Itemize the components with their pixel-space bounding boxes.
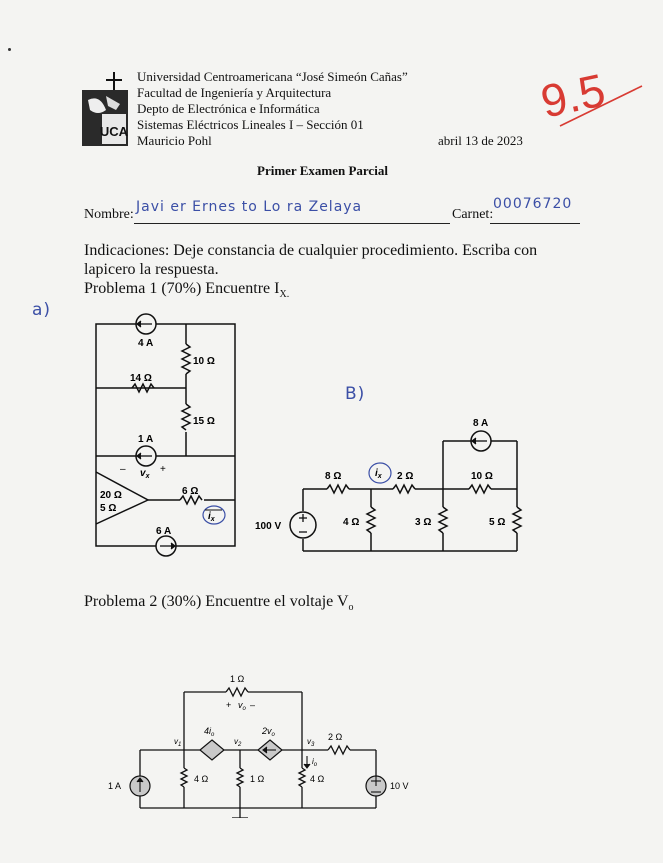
id-underline bbox=[490, 223, 580, 224]
vx-plus: + bbox=[160, 464, 166, 475]
label-15ohm: 15 Ω bbox=[193, 416, 215, 427]
name-value: Javi er Ernes to Lo ra Zelaya bbox=[136, 199, 363, 215]
label-4ohm-a: 4 Ω bbox=[194, 774, 209, 784]
label-1a: 1 A bbox=[138, 434, 153, 445]
resistor-10 bbox=[180, 343, 192, 375]
resistor-1-c bbox=[235, 767, 245, 788]
margin-note-b: B) bbox=[345, 384, 366, 404]
problem1-title: Problema 1 (70%) Encuentre IX. bbox=[84, 280, 290, 301]
resistor-8 bbox=[326, 483, 350, 495]
vx-label: vx bbox=[140, 468, 151, 480]
label-4ohm-b: 4 Ω bbox=[343, 517, 359, 528]
voltage-source-100v bbox=[289, 511, 317, 539]
resistor-4b bbox=[365, 506, 377, 534]
label-2ohm: 2 Ω bbox=[397, 471, 413, 482]
instructions-line2: lapicero la respuesta. bbox=[84, 261, 219, 278]
ix-circle bbox=[202, 505, 226, 525]
circuit-a: 4 A 10 Ω 14 Ω 15 Ω 1 A – vx + 20 Ω 5 Ω 6… bbox=[95, 313, 236, 557]
resistor-5 bbox=[511, 506, 523, 534]
label-10ohm-b: 10 Ω bbox=[471, 471, 493, 482]
v3-label: v3 bbox=[307, 737, 315, 748]
resistor-2-c bbox=[327, 744, 351, 756]
label-20ohm: 20 Ω bbox=[100, 490, 122, 501]
label-4a: 4 A bbox=[138, 338, 153, 349]
io-label: io bbox=[312, 757, 318, 768]
professor-name: Mauricio Pohl bbox=[137, 133, 212, 148]
label-6a: 6 A bbox=[156, 526, 171, 537]
resistor-2 bbox=[392, 483, 416, 495]
vo-label: vo bbox=[238, 700, 247, 712]
dependent-source-4io bbox=[199, 739, 225, 761]
margin-note-a: a) bbox=[32, 300, 52, 320]
id-value: 00076720 bbox=[493, 196, 573, 212]
label-5ohm-b: 5 Ω bbox=[489, 517, 505, 528]
label-3ohm: 3 Ω bbox=[415, 517, 431, 528]
vo-plus: + bbox=[226, 700, 231, 710]
resistor-6 bbox=[179, 494, 203, 506]
uca-logo: UCA bbox=[82, 72, 129, 146]
label-1ohm-c: 1 Ω bbox=[250, 774, 265, 784]
dep1-label: 4io bbox=[204, 726, 215, 738]
resistor-1-top bbox=[225, 686, 249, 698]
id-label: Carnet: bbox=[452, 207, 494, 222]
problem2-title: Problema 2 (30%) Encuentre el voltaje Vo bbox=[84, 593, 354, 614]
circuit-b: 8 A 8 Ω ix 2 Ω 10 Ω 100 V 4 Ω 3 Ω 5 Ω bbox=[255, 418, 523, 552]
label-6ohm: 6 Ω bbox=[182, 486, 198, 497]
university-name: Universidad Centroamericana “José Simeón… bbox=[137, 69, 408, 84]
vx-minus: – bbox=[120, 464, 126, 475]
ix-label-b: ix bbox=[375, 468, 383, 480]
name-underline bbox=[134, 223, 450, 224]
page-speck bbox=[8, 48, 11, 51]
exam-date: abril 13 de 2023 bbox=[438, 133, 523, 148]
label-1a-c: 1 A bbox=[108, 781, 121, 791]
ix-label-a: ix bbox=[208, 511, 216, 523]
logo-text: UCA bbox=[100, 124, 129, 139]
v2-label: v2 bbox=[234, 737, 242, 748]
resistor-3 bbox=[437, 506, 449, 534]
label-8a: 8 A bbox=[473, 418, 488, 429]
grade-value: 9.5 bbox=[536, 64, 609, 128]
resistor-14 bbox=[131, 382, 155, 394]
grade-mark: 9.5 bbox=[536, 64, 643, 128]
label-10ohm: 10 Ω bbox=[193, 356, 215, 367]
resistor-10b bbox=[468, 483, 492, 495]
faculty-name: Facultad de Ingeniería y Arquitectura bbox=[137, 85, 332, 100]
label-14ohm: 14 Ω bbox=[130, 373, 152, 384]
label-10v: 10 V bbox=[390, 781, 409, 791]
label-100v: 100 V bbox=[255, 521, 281, 532]
label-4ohm-c: 4 Ω bbox=[310, 774, 325, 784]
label-1ohm-top: 1 Ω bbox=[230, 674, 245, 684]
department-name: Depto de Electrónica e Informática bbox=[137, 101, 320, 116]
label-2ohm-c: 2 Ω bbox=[328, 732, 343, 742]
v1-label: v1 bbox=[174, 737, 181, 748]
exam-title: Primer Examen Parcial bbox=[257, 163, 388, 178]
ix-circle-b bbox=[368, 462, 392, 484]
circuit-c: 1 Ω + vo – v1 4io v2 2vo v3 io 2 Ω 1 A 4… bbox=[108, 674, 409, 818]
instructions-line1: Indicaciones: Deje constancia de cualqui… bbox=[84, 242, 538, 259]
label-8ohm: 8 Ω bbox=[325, 471, 341, 482]
resistor-4-a bbox=[179, 767, 189, 788]
resistor-4-b bbox=[297, 767, 307, 788]
dep2-label: 2vo bbox=[261, 726, 276, 738]
label-5ohm: 5 Ω bbox=[100, 503, 116, 514]
resistor-15 bbox=[180, 403, 192, 431]
vo-minus: – bbox=[250, 700, 255, 710]
course-name: Sistemas Eléctricos Lineales I – Sección… bbox=[137, 117, 364, 132]
name-label: Nombre: bbox=[84, 207, 134, 222]
